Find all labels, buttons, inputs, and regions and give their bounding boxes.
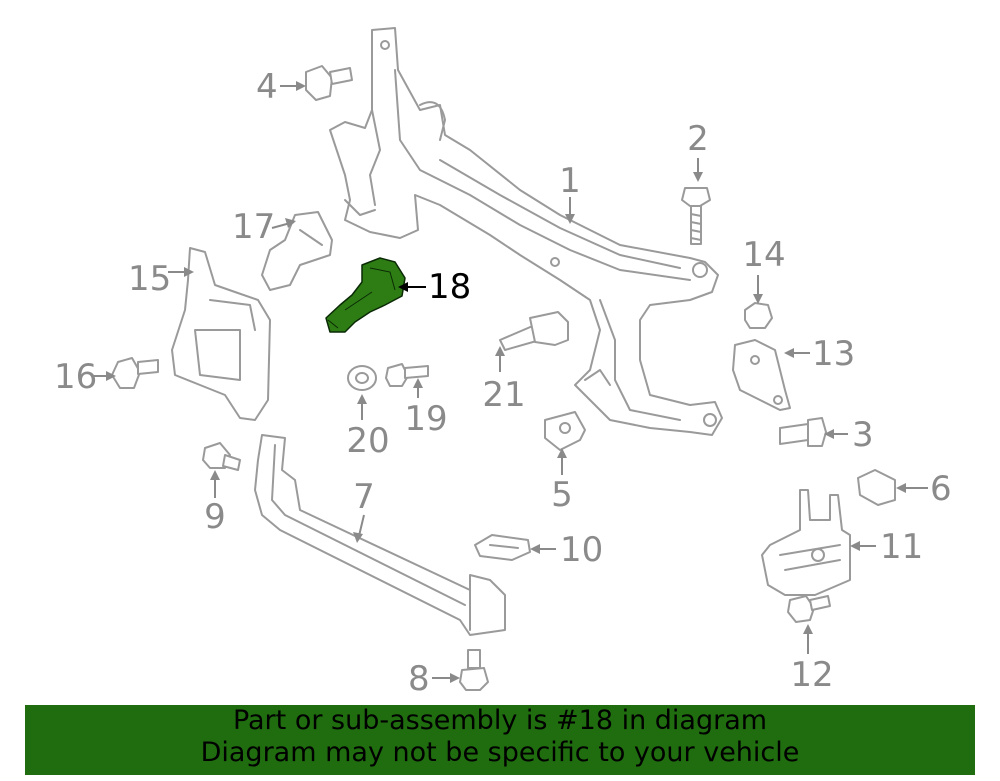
part-19-bolt[interactable] [385,363,429,387]
callout-6: 6 [930,469,952,509]
part-21-mount[interactable] [499,311,569,351]
callout-7: 7 [353,477,375,517]
callout-16: 16 [54,357,97,397]
part-11-bracket[interactable] [761,489,851,596]
part-1-radiator-support[interactable] [329,27,723,436]
callout-18: 18 [428,267,471,307]
part-6-clip[interactable] [857,469,896,506]
callout-10: 10 [560,530,603,570]
callout-11: 11 [880,527,923,567]
callout-13: 13 [812,334,855,374]
callout-21: 21 [482,375,525,415]
callout-9: 9 [204,497,226,537]
part-18-bracket-highlighted[interactable] [325,257,406,333]
part-8-bolt[interactable] [459,649,489,691]
part-10-clip[interactable] [474,534,531,561]
part-5-clip[interactable] [544,411,586,451]
part-2-bolt[interactable] [681,187,711,245]
info-banner: Part or sub-assembly is #18 in diagram D… [25,705,975,775]
callout-19: 19 [404,399,447,439]
part-14-nut[interactable] [744,302,773,329]
part-15-side-bracket[interactable] [171,247,271,421]
callout-3: 3 [852,415,874,455]
banner-line-1: Part or sub-assembly is #18 in diagram [232,705,768,736]
part-17-bracket[interactable] [261,211,333,291]
part-4-bolt[interactable] [305,65,353,101]
callout-20: 20 [346,421,389,461]
part-16-bolt[interactable] [111,357,159,389]
parts-diagram: 1 2 3 4 5 6 7 8 9 10 11 12 13 14 15 16 1… [54,27,952,699]
callout-17: 17 [232,207,275,247]
leader-lines [92,81,928,683]
part-20-washer[interactable] [347,365,377,391]
callout-12: 12 [790,655,833,695]
callout-15: 15 [128,259,171,299]
part-12-bolt[interactable] [787,595,831,623]
part-13-bracket[interactable] [732,339,791,411]
part-9-bolt[interactable] [202,442,241,471]
callout-14: 14 [742,235,785,275]
callout-2: 2 [687,119,709,159]
callout-4: 4 [256,67,278,107]
callout-1: 1 [559,161,581,201]
banner-line-2: Diagram may not be specific to your vehi… [200,737,800,768]
callout-8: 8 [408,659,430,699]
part-7-deflector[interactable] [254,434,506,636]
callout-5: 5 [551,475,573,515]
part-3-bolt[interactable] [779,417,827,447]
